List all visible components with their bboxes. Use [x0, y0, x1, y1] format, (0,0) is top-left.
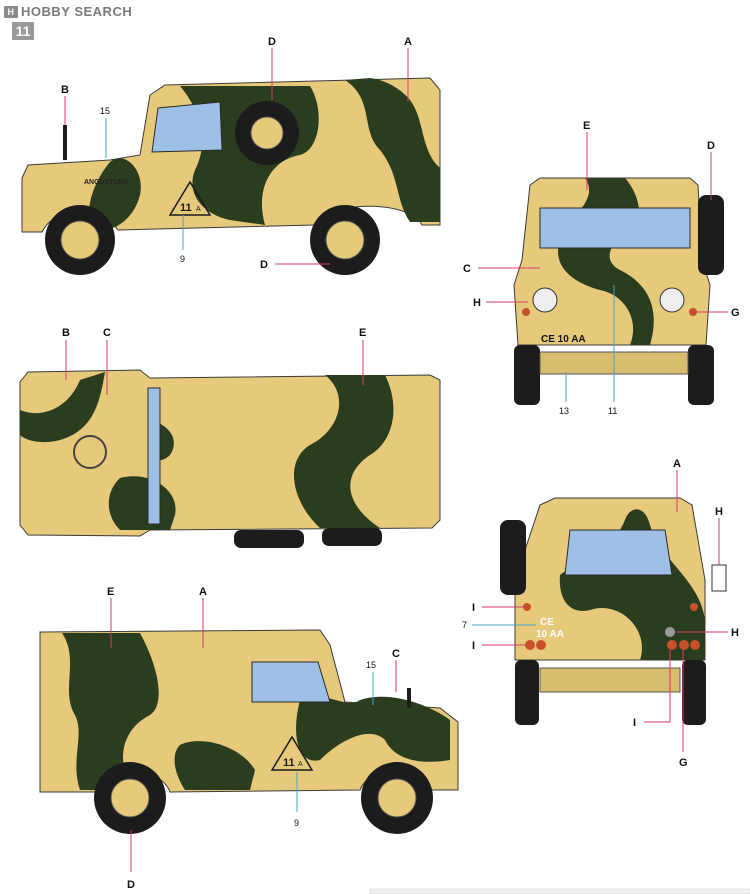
rear-plate-line2: 10 AA — [536, 629, 564, 640]
front-plate-text: CE 10 AA — [541, 334, 586, 345]
front-indicator-left — [522, 308, 530, 316]
callout-rear-H-side: H — [731, 627, 739, 639]
side-left-marking-number: 11 — [180, 202, 192, 214]
rear-lamp-right-top — [690, 603, 698, 611]
rear-view: CE 10 AA A H H I 7 I I G — [462, 458, 739, 769]
callout-top-B: B — [62, 327, 70, 339]
side-right-camo-1 — [62, 633, 159, 790]
callout-side-left-9: 9 — [180, 254, 185, 264]
rear-lamp-right-grey — [665, 627, 675, 637]
side-left-camo-2 — [345, 78, 440, 222]
side-right-triangle-marking — [270, 735, 314, 771]
callout-side-left-B: B — [61, 84, 69, 96]
callout-front-H: H — [473, 297, 481, 309]
top-camo-1 — [20, 372, 105, 443]
rear-lamp-left-2 — [536, 640, 546, 650]
callout-side-right-9: 9 — [294, 818, 299, 828]
side-view-right: 11 A E A 15 C 9 D — [39, 586, 459, 891]
side-left-window — [151, 101, 223, 153]
callout-side-right-D: D — [127, 879, 135, 891]
callout-side-right-15: 15 — [366, 660, 376, 670]
callout-top-E: E — [359, 327, 366, 339]
front-plate — [540, 330, 590, 344]
callout-side-left-D-top: D — [268, 36, 276, 48]
side-right-rear-hub — [110, 778, 150, 818]
side-right-camo-2 — [296, 696, 450, 762]
rear-plate-line1: CE — [540, 617, 554, 628]
callout-rear-I-1: I — [472, 602, 475, 614]
rear-mirror — [711, 564, 727, 592]
side-left-triangle-marking — [168, 180, 212, 216]
top-view: B C E — [19, 327, 441, 548]
front-wheel-left — [514, 345, 540, 405]
front-headlight-right — [659, 287, 685, 313]
front-wheel-right — [688, 345, 714, 405]
top-side-wheel — [234, 530, 304, 548]
rear-lamp-left-top — [523, 603, 531, 611]
rear-lamp-right-2 — [679, 640, 689, 650]
side-right-camo-3 — [174, 741, 255, 790]
callout-rear-7: 7 — [462, 620, 467, 630]
callout-rear-I-3: I — [633, 717, 636, 729]
callout-side-right-C: C — [392, 648, 400, 660]
front-indicator-right — [689, 308, 697, 316]
callout-side-right-E: E — [107, 586, 114, 598]
callout-top-C: C — [103, 327, 111, 339]
rear-lamp-right-1 — [667, 640, 677, 650]
rear-window — [564, 529, 673, 576]
side-left-front-hub — [60, 220, 100, 260]
bottom-edge-strip — [369, 888, 750, 894]
rear-camo — [559, 509, 705, 660]
rear-wheel-right — [682, 660, 706, 725]
rear-lamp-left-1 — [525, 640, 535, 650]
front-view: CE 10 AA E D C H G 13 11 — [463, 120, 740, 416]
callout-rear-G: G — [679, 757, 688, 769]
callout-side-left-D-bottom: D — [260, 259, 268, 271]
top-side-wheel-2 — [322, 528, 382, 546]
rear-wheel-left — [515, 660, 539, 725]
top-spare-wheel — [73, 435, 107, 469]
callout-rear-A: A — [673, 458, 681, 470]
callout-front-11: 11 — [608, 406, 617, 416]
top-windshield — [147, 387, 161, 525]
rear-spare-wheel — [500, 520, 526, 595]
callout-rear-I-2: I — [472, 640, 475, 652]
callout-front-13: 13 — [559, 406, 569, 416]
callout-side-left-A: A — [404, 36, 412, 48]
callout-line-rear-I-3 — [644, 650, 671, 723]
callout-front-E: E — [583, 120, 590, 132]
callout-side-left-15: 15 — [100, 106, 110, 116]
callout-front-G: G — [731, 307, 740, 319]
side-right-marking-number: 11 — [283, 757, 295, 769]
callout-rear-H-top: H — [715, 506, 723, 518]
rear-axle — [539, 667, 681, 693]
front-headlight-left — [532, 287, 558, 313]
side-left-door-text: ANGUSTURA — [84, 179, 129, 186]
page-number-tag: 11 — [12, 22, 34, 40]
side-left-marking-suffix: A — [196, 206, 201, 213]
brand-name: HOBBY SEARCH — [21, 4, 133, 19]
side-left-rear-hub — [325, 220, 365, 260]
side-right-front-hub — [377, 778, 417, 818]
callout-front-D: D — [707, 140, 715, 152]
side-left-camo-3 — [88, 158, 141, 230]
callout-side-right-A: A — [199, 586, 207, 598]
side-view-left: ANGUSTURA 11 A B 15 D A D 9 — [21, 36, 441, 275]
side-right-window — [251, 661, 331, 703]
top-camo-2 — [293, 375, 394, 528]
side-right-marking-suffix: A — [298, 761, 303, 768]
callout-front-C: C — [463, 263, 471, 275]
side-left-spare-hub — [250, 116, 284, 150]
rear-lamp-right-3 — [690, 640, 700, 650]
brand-mark-icon: H — [4, 6, 18, 18]
front-windshield — [539, 207, 691, 249]
front-spare-wheel — [698, 195, 724, 275]
